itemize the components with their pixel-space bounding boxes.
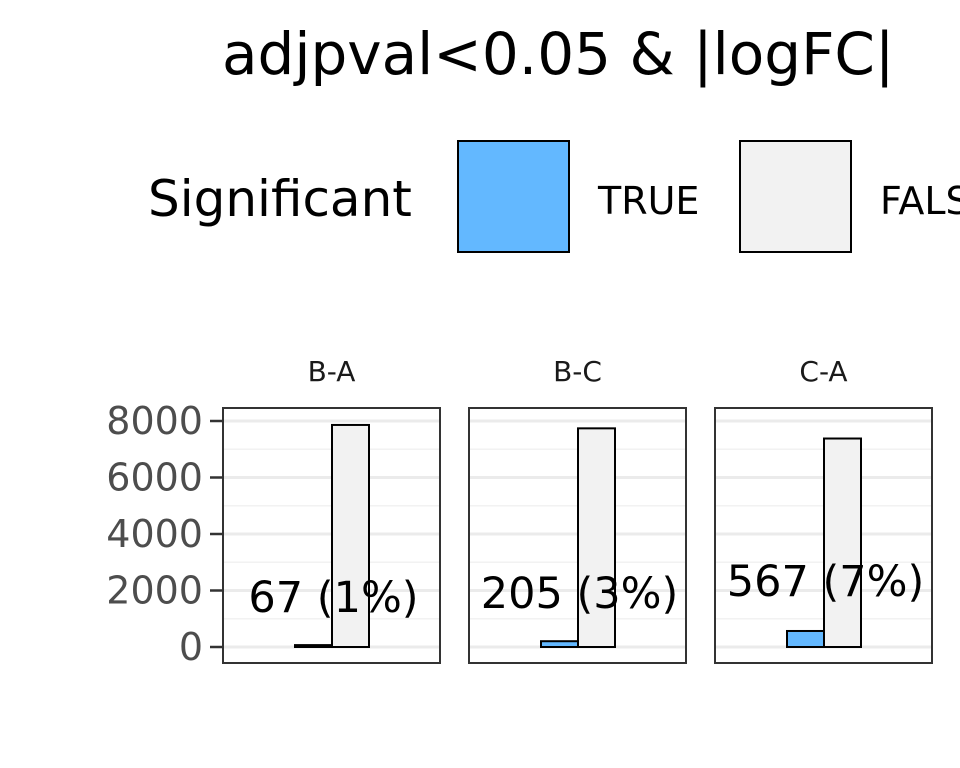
chart-title: adjpval<0.05 & |logFC| xyxy=(222,20,894,88)
panel-border xyxy=(714,407,933,664)
facet-label: C-A xyxy=(799,355,847,388)
bar-true xyxy=(294,644,333,648)
facet-label: B-A xyxy=(308,355,356,388)
bar-annotation: 567 (7%) xyxy=(727,557,925,607)
panel-b-a: B-A 67 (1%) xyxy=(222,355,441,664)
y-tick-label: 4000 xyxy=(106,512,203,556)
bar-false xyxy=(331,423,370,648)
y-tick-label: 8000 xyxy=(106,399,203,443)
panel-b-c: B-C 205 (3%) xyxy=(468,355,687,664)
y-tick-label: 2000 xyxy=(106,569,203,613)
legend-key-true xyxy=(457,140,570,253)
legend: Significant TRUE FALSE xyxy=(148,140,960,253)
legend-title: Significant xyxy=(148,170,412,228)
legend-label-true: TRUE xyxy=(597,179,699,223)
facet-panels: 0 2000 4000 6000 8000 B-A 67 (1%) B-C 205 (3%) C-… xyxy=(106,355,933,669)
bar-true xyxy=(540,640,579,648)
panel-c-a: C-A 567 (7%) xyxy=(714,355,933,664)
panel-border xyxy=(468,407,687,664)
legend-label-false: FALSE xyxy=(880,179,960,223)
bar-annotation: 67 (1%) xyxy=(248,573,418,623)
y-axis: 0 2000 4000 6000 8000 xyxy=(106,399,223,669)
bar-false xyxy=(577,427,616,648)
bar-annotation: 205 (3%) xyxy=(481,569,679,619)
y-tick-label: 6000 xyxy=(106,456,203,500)
bar-true xyxy=(786,629,825,648)
facet-label: B-C xyxy=(553,355,602,388)
legend-key-false xyxy=(739,140,852,253)
panel-border xyxy=(222,407,441,664)
y-tick-label: 0 xyxy=(179,625,203,669)
bar-false xyxy=(823,437,862,649)
